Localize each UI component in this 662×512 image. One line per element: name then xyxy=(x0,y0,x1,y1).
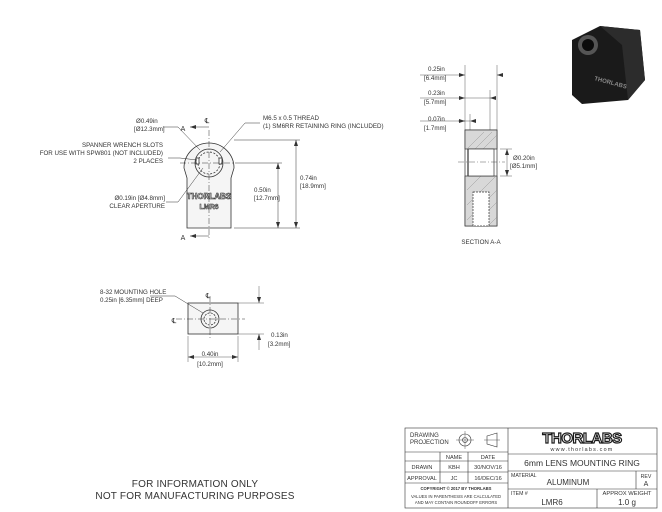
footer-note-2: NOT FOR MANUFACTURING PURPOSES xyxy=(95,491,295,502)
tb-disclaimer-1: VALUES IN PARENTHESIS ARE CALCULATED xyxy=(411,494,501,499)
tb-drawn-name: KBH xyxy=(448,465,460,471)
tb-row-approval: APPROVAL xyxy=(407,476,437,482)
tb-projection-1: DRAWING xyxy=(410,433,439,439)
tb-rev: A xyxy=(644,481,649,488)
bottom-arrows xyxy=(188,297,261,359)
tb-item: LMR6 xyxy=(541,498,563,507)
tb-col-name: NAME xyxy=(446,455,462,461)
section-view xyxy=(420,65,512,227)
bottom-offset-mm: [3.2mm] xyxy=(268,341,291,348)
center-height-mm-label: [12.7mm] xyxy=(254,195,280,202)
section-arrows xyxy=(459,73,509,176)
tb-drawn-date: 30/NOV/16 xyxy=(474,465,502,471)
tb-brand-logo: THORLABS xyxy=(542,430,622,447)
tb-weight-label: APPROX WEIGHT xyxy=(603,491,652,497)
tb-col-date: DATE xyxy=(481,455,496,461)
bottom-centerline-mark: ℄ xyxy=(205,293,211,300)
product-render: THORLABS xyxy=(572,26,645,104)
tb-disclaimer-2: AND MAY CONTAIN ROUNDOFF ERRORS xyxy=(415,500,498,505)
spanner-slot xyxy=(218,157,223,165)
tb-row-drawn: DRAWN xyxy=(412,465,433,471)
spanner-slot xyxy=(195,157,200,165)
front-part-engraving: LMR6 xyxy=(199,204,218,211)
tb-approval-date: 16/DEC/16 xyxy=(474,476,501,482)
bottom-width-in: 0.40in xyxy=(202,351,219,358)
front-centerline-mark: ℄ xyxy=(204,118,210,125)
height-mm-label: [18.9mm] xyxy=(300,183,326,190)
tb-item-label: ITEM # xyxy=(511,491,528,497)
thread-note: (1) SM6RR RETAINING RING (INCLUDED) xyxy=(263,123,384,130)
section-bore-in: Ø0.20in xyxy=(513,155,535,162)
tb-title: 6mm LENS MOUNTING RING xyxy=(524,458,640,468)
section-mark-top: A xyxy=(181,126,186,133)
outer-dia-mm-label: [Ø12.3mm] xyxy=(134,126,165,133)
title-block xyxy=(404,427,658,509)
title-block-text: DRAWING PROJECTION NAME DATE DRAWN KBH 3… xyxy=(407,429,652,507)
tb-rev-label: REV xyxy=(641,474,652,480)
outer-dia-label: Ø0.49in xyxy=(136,118,158,125)
tb-website: www.thorlabs.com xyxy=(550,447,614,453)
section-d2-in: 0.23in xyxy=(428,90,445,97)
tb-material: ALUMINUM xyxy=(547,478,590,487)
bottom-offset-in: 0.13in xyxy=(271,332,288,339)
section-label: SECTION A-A xyxy=(461,239,501,246)
aperture-label: Ø0.19in [Ø4.8mm] xyxy=(114,195,165,202)
spanner-label-3: 2 PLACES xyxy=(133,158,163,165)
footer-note-1: FOR INFORMATION ONLY xyxy=(131,479,259,490)
bottom-view xyxy=(150,286,264,362)
tb-material-label: MATERIAL xyxy=(511,473,537,479)
leader-mounting-hole xyxy=(150,295,204,314)
section-d2-mm: [5.7mm] xyxy=(424,99,447,106)
section-d1-in: 0.25in xyxy=(428,66,445,73)
bottom-view-outline xyxy=(187,302,239,335)
leader-spanner xyxy=(168,157,198,161)
section-d1-mm: [6.4mm] xyxy=(424,75,447,82)
tb-copyright: COPYRIGHT © 2017 BY THORLABS xyxy=(421,486,492,491)
tb-approval-name: JC xyxy=(451,476,458,482)
front-view xyxy=(163,122,300,238)
spanner-label-1: SPANNER WRENCH SLOTS xyxy=(82,142,163,149)
front-view-arrows xyxy=(190,125,298,238)
front-logo-engraving: THORLABS xyxy=(187,192,232,201)
aperture-note: CLEAR APERTURE xyxy=(109,203,165,210)
thread-label: M6.5 x 0.5 THREAD xyxy=(263,115,319,122)
bottom-width-mm: [10.2mm] xyxy=(197,361,223,368)
leader-thread xyxy=(219,122,260,153)
leader-aperture xyxy=(166,167,204,203)
mounting-hole-label-2: 0.25in [6.35mm] DEEP xyxy=(100,297,163,304)
leader-outer-dia xyxy=(163,126,201,151)
section-bore-mm: [Ø5.1mm] xyxy=(510,163,537,170)
mounting-hole-label-1: 8-32 MOUNTING HOLE xyxy=(100,289,166,296)
tb-weight: 1.0 g xyxy=(618,498,636,507)
height-in-label: 0.74in xyxy=(300,175,317,182)
section-d3-in: 0.07in xyxy=(428,116,445,123)
bottom-centerline-mark-side: ℄ xyxy=(171,318,177,325)
center-height-in-label: 0.50in xyxy=(254,187,271,194)
section-d3-mm: [1.7mm] xyxy=(424,125,447,132)
tb-projection-2: PROJECTION xyxy=(410,440,449,446)
spanner-label-2: FOR USE WITH SPW801 (NOT INCLUDED) xyxy=(40,150,163,157)
section-mark-bottom: A xyxy=(181,235,186,242)
